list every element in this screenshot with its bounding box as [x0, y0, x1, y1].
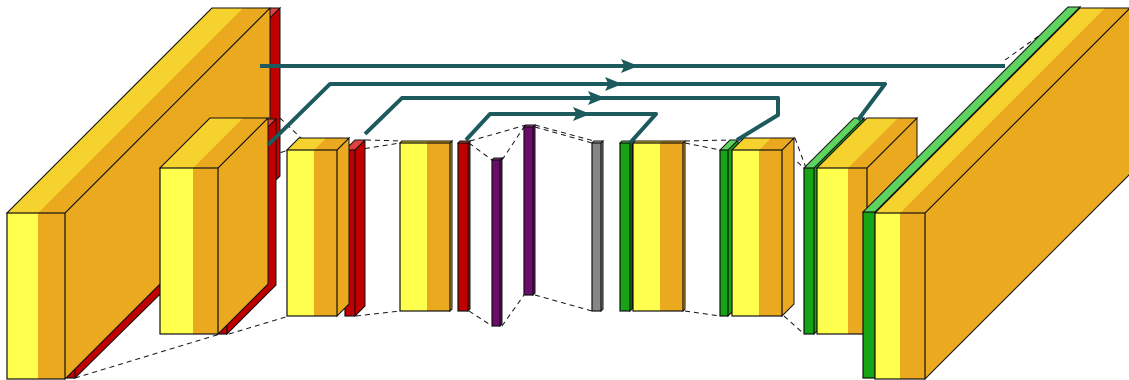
conv-block-1-top-band	[7, 8, 243, 213]
connector-line	[684, 310, 721, 317]
conv-block-3-top-band	[287, 138, 326, 150]
pool-block-3-side-face	[354, 138, 366, 318]
conv-block-3-front-band	[287, 150, 314, 316]
conv-block-1-front-band	[7, 213, 38, 379]
connector-line	[684, 142, 721, 151]
connector-line	[469, 124, 527, 142]
unpool-block-front-face	[591, 142, 602, 312]
conv-block-3-side-face	[336, 136, 350, 318]
conv-block-8-top-band	[900, 8, 1129, 213]
skip-connection-1	[260, 59, 1005, 73]
bottleneck-front-front-face	[491, 159, 501, 327]
conv-block-4-front-band	[400, 143, 427, 311]
connector-line	[783, 315, 805, 335]
connector-line	[501, 294, 525, 327]
skip-connection-4-line	[464, 112, 658, 145]
layer-blocks	[5, 5, 1129, 380]
bottleneck-back	[522, 123, 537, 297]
conv-block-5-front-band	[633, 143, 660, 311]
connector-line	[355, 142, 401, 151]
conv-block-6-front-band	[732, 150, 759, 316]
conv-block-8-top-band	[875, 8, 1105, 213]
conv-block-6	[730, 136, 796, 318]
bottleneck-front	[490, 156, 504, 328]
connector-line	[534, 126, 593, 144]
connector-line	[501, 126, 525, 161]
skip-connection-4	[464, 107, 658, 145]
connector-line	[468, 142, 493, 161]
conv-block-6-side-face	[781, 136, 795, 318]
conv-block-1-top-band	[38, 8, 270, 213]
skip-connection-2-line	[266, 82, 887, 147]
skip-connection-3-line	[363, 96, 780, 142]
conv-block-2	[158, 116, 270, 336]
skip-connection-2	[266, 77, 887, 147]
pool-block-4-front-face	[457, 142, 469, 312]
pool-block-3	[343, 138, 367, 318]
conv-block-3	[285, 136, 351, 318]
connector-line	[684, 139, 731, 142]
connector-line	[534, 294, 593, 312]
conv-block-2-front-band	[160, 168, 193, 334]
connector-line	[365, 139, 403, 142]
conv-block-1-front-outline	[6, 212, 66, 380]
conv-block-7-top-band	[848, 118, 917, 168]
conv-block-2-top-band	[193, 118, 268, 168]
skip-connections	[260, 59, 1005, 147]
conv-block-3-front-outline	[286, 149, 338, 317]
conv-block-2-top-band	[160, 118, 243, 168]
conv-block-8	[873, 7, 1129, 380]
upsample-block-1-front-face	[619, 142, 631, 312]
skip-connection-3-arrowhead	[587, 91, 606, 105]
skip-connection-3	[363, 91, 780, 142]
conv-block-2-front-outline	[159, 167, 219, 335]
conv-block-7-top-band	[817, 118, 898, 168]
connector-line	[279, 117, 302, 139]
unpool-block	[590, 139, 605, 313]
connector-line	[228, 315, 290, 335]
bottleneck-back-front-face	[523, 126, 534, 296]
conv-block-3-top-band	[314, 138, 349, 150]
upsample-block-2-front-face	[719, 149, 729, 317]
conv-block-7-front-band	[817, 168, 848, 334]
connector-line	[534, 124, 595, 142]
skip-connection-2-arrowhead	[604, 77, 623, 91]
conv-block-8-front-band	[875, 213, 900, 379]
conv-block-6-top-band	[732, 138, 771, 150]
upsample-block-4-front-face	[862, 211, 876, 379]
connector-line	[355, 310, 401, 317]
conv-block-4	[398, 139, 454, 313]
conv-block-6-top-band	[759, 138, 794, 150]
skip-connection-1-arrowhead	[620, 59, 639, 73]
connector-line	[74, 333, 221, 379]
connector-line	[468, 310, 493, 327]
skip-connection-4-arrowhead	[572, 107, 591, 121]
conv-block-5-front-outline	[632, 142, 684, 312]
connector-line	[794, 137, 807, 169]
conv-block-6-front-outline	[731, 149, 783, 317]
upsample-block-3-front-face	[803, 167, 815, 335]
conv-block-8-front-outline	[874, 212, 926, 380]
pool-block-4	[456, 139, 472, 313]
conv-block-5	[631, 139, 687, 313]
upsample-block-1	[618, 139, 634, 313]
conv-block-4-front-outline	[399, 142, 451, 312]
